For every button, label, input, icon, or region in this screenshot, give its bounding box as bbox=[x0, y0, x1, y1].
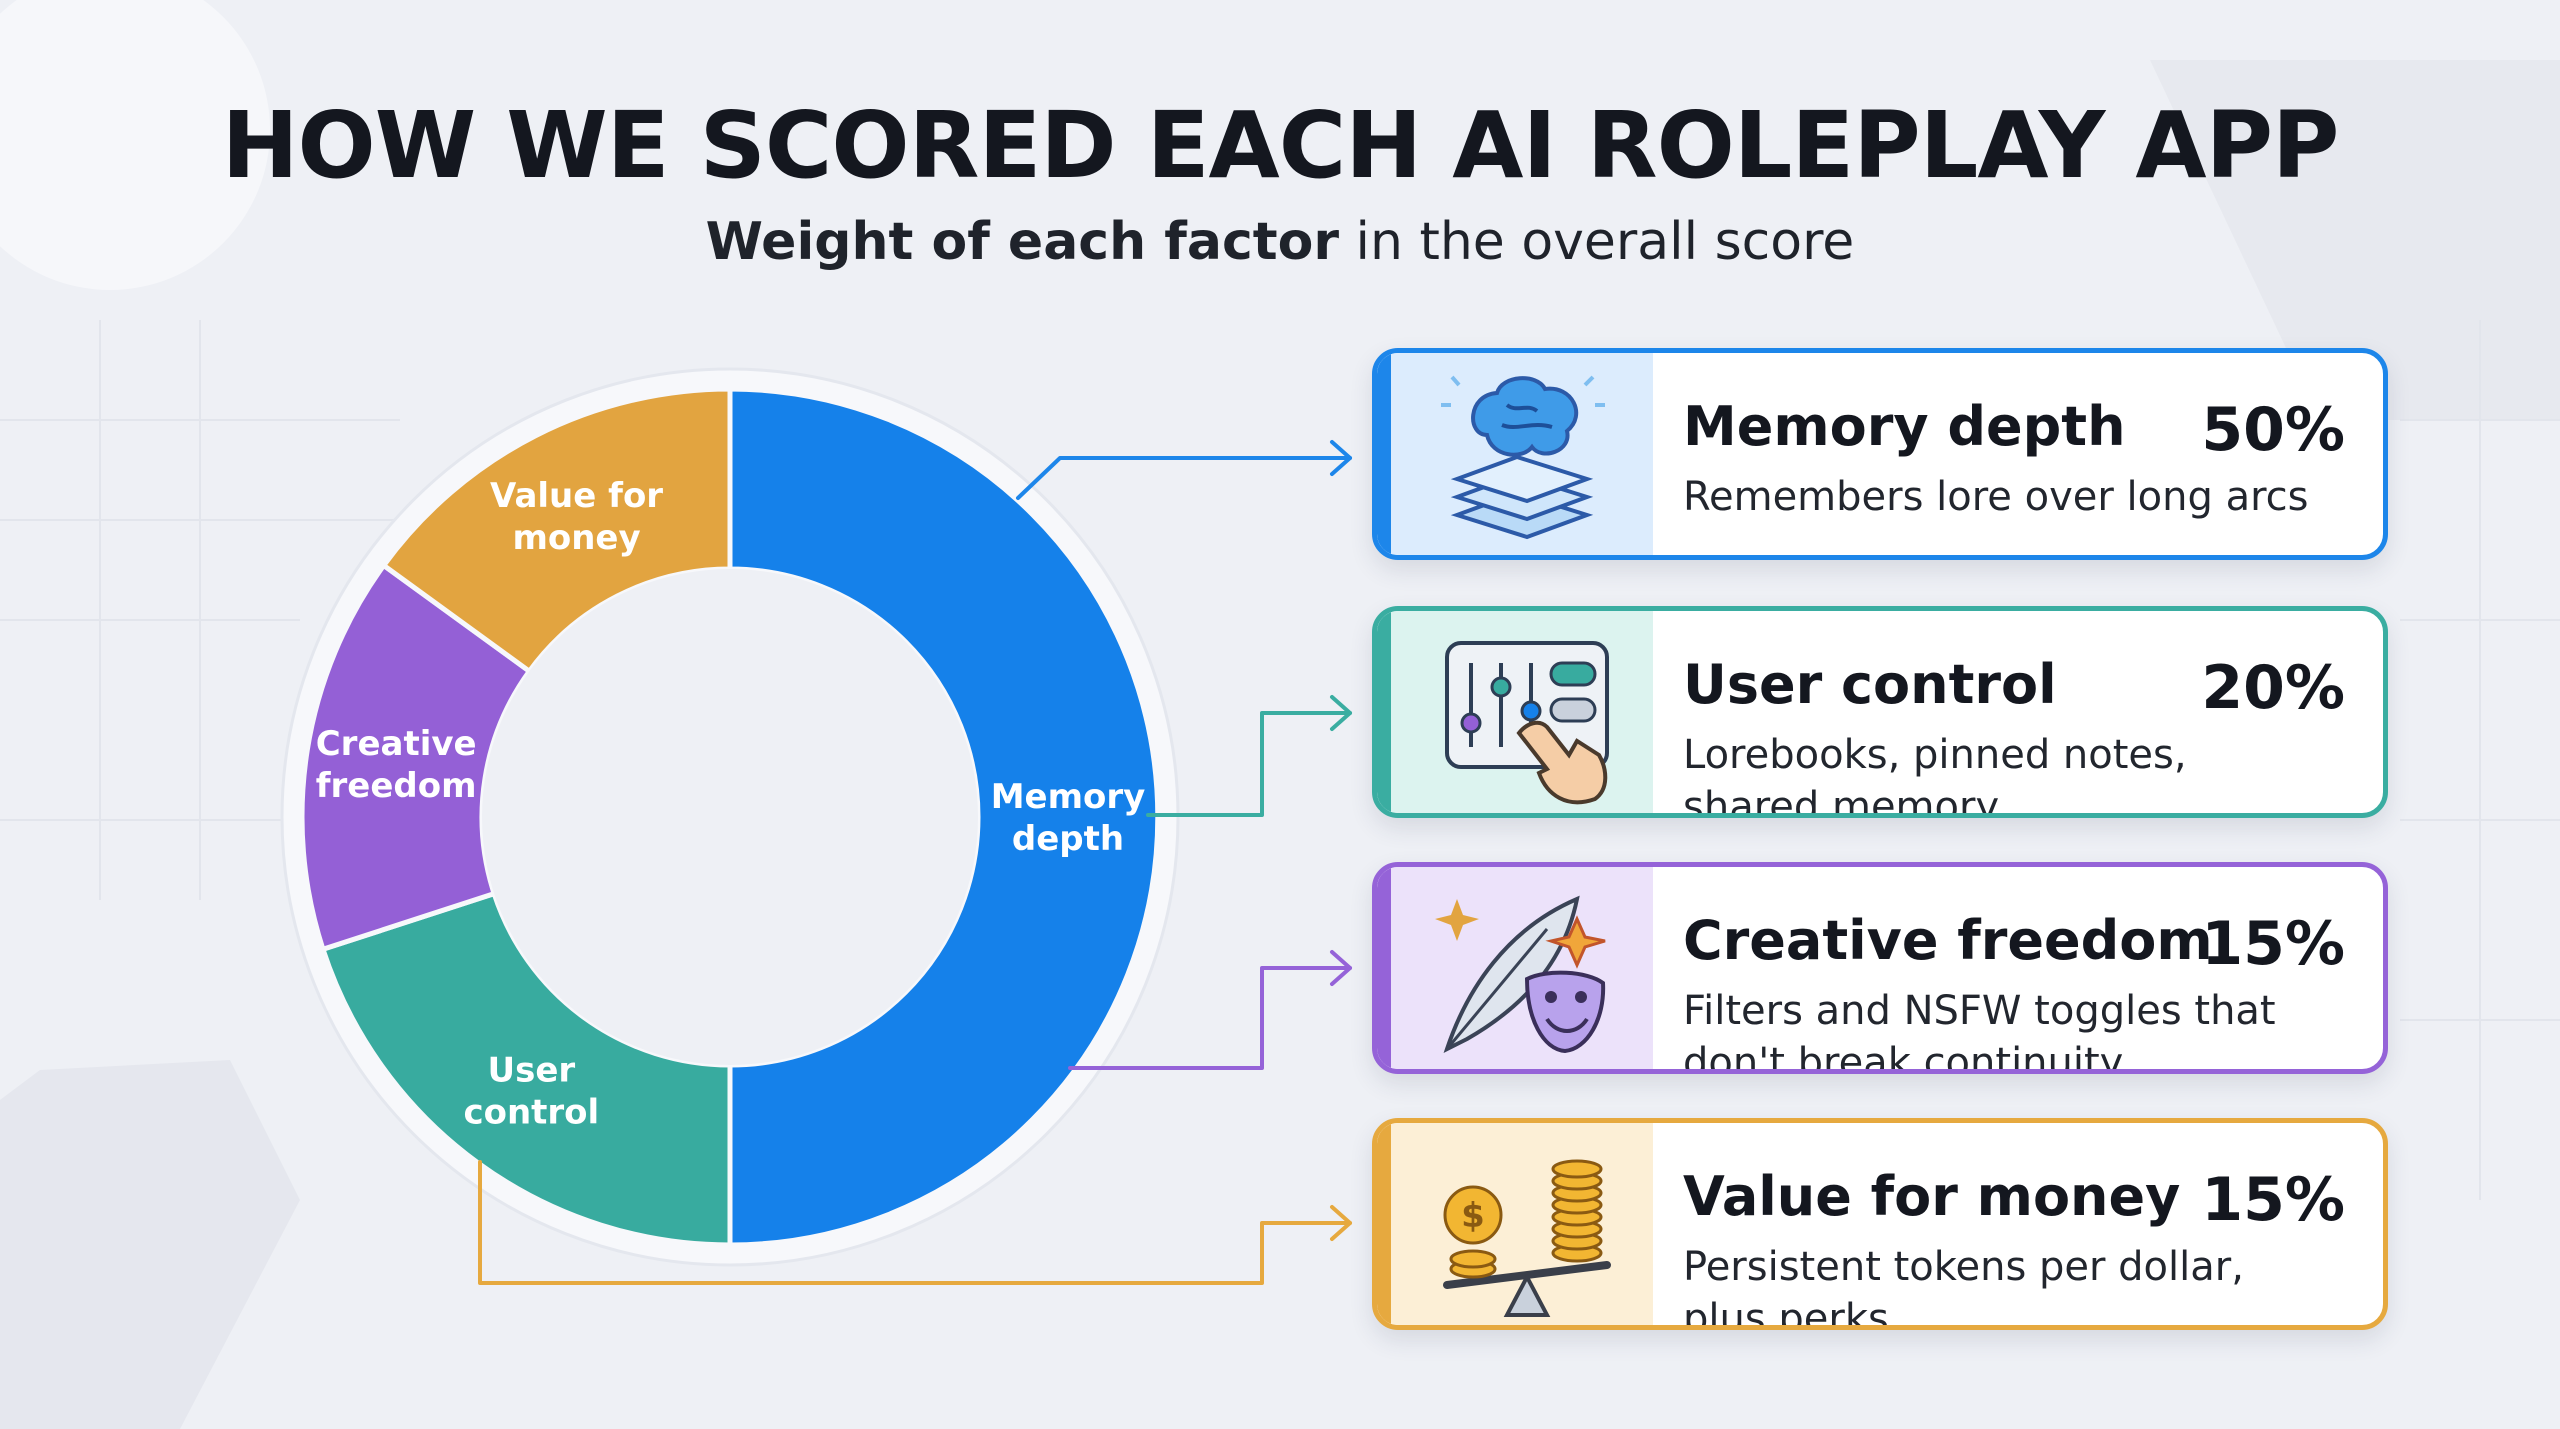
factor-card-value-for-money: $ Value for money 15% Persistent tokens … bbox=[1372, 1118, 2388, 1330]
factor-card-memory-depth: Memory depth 50% Remembers lore over lon… bbox=[1372, 348, 2388, 560]
connector-user-control bbox=[1146, 711, 1352, 817]
donut-hole bbox=[482, 569, 978, 1065]
factor-icon-box bbox=[1377, 353, 1653, 555]
coins-scale-icon: $ bbox=[1443, 1159, 1611, 1317]
factor-name: Creative freedom bbox=[1683, 909, 2213, 972]
svg-text:$: $ bbox=[1461, 1196, 1485, 1236]
factor-description: Persistent tokens per dollar, plus perks bbox=[1683, 1244, 2244, 1330]
page-subtitle: Weight of each factor in the overall sco… bbox=[0, 212, 2560, 272]
connector-arrowhead bbox=[1330, 950, 1352, 986]
factor-percent: 15% bbox=[2201, 1165, 2345, 1235]
factor-name: Value for money bbox=[1683, 1165, 2181, 1228]
factor-description: Remembers lore over long arcs bbox=[1683, 474, 2309, 520]
brain-layers-icon bbox=[1441, 375, 1605, 540]
connector-arrowhead bbox=[1330, 695, 1352, 731]
factor-card-user-control: User control 20% Lorebooks, pinned notes… bbox=[1372, 606, 2388, 818]
connector-value-for-money bbox=[478, 1160, 1352, 1285]
factor-card-creative-freedom: Creative freedom 15% Filters and NSFW to… bbox=[1372, 862, 2388, 1074]
factor-description: Filters and NSFW toggles that don't brea… bbox=[1683, 988, 2276, 1074]
factor-icon-box: $ bbox=[1377, 1123, 1653, 1325]
page-title: HOW WE SCORED EACH AI ROLEPLAY APP bbox=[221, 92, 2340, 199]
connector-memory-depth bbox=[1016, 456, 1352, 500]
factor-description: Lorebooks, pinned notes, shared memory bbox=[1683, 732, 2187, 818]
quill-mask-icon bbox=[1435, 895, 1606, 1054]
factor-icon-box bbox=[1377, 611, 1653, 813]
factor-percent: 15% bbox=[2201, 909, 2345, 979]
factor-name: Memory depth bbox=[1683, 395, 2126, 458]
connector-arrowhead bbox=[1330, 1205, 1352, 1241]
factor-name: User control bbox=[1683, 653, 2057, 716]
subtitle-bold: Weight of each factor bbox=[705, 212, 1339, 272]
connector-arrowhead bbox=[1330, 440, 1352, 476]
factor-percent: 50% bbox=[2201, 395, 2345, 465]
factor-icon-box bbox=[1377, 867, 1653, 1069]
factor-percent: 20% bbox=[2201, 653, 2345, 723]
connector-creative-freedom bbox=[1068, 966, 1352, 1070]
sliders-hand-icon bbox=[1445, 641, 1609, 805]
subtitle-rest: in the overall score bbox=[1339, 212, 1855, 272]
